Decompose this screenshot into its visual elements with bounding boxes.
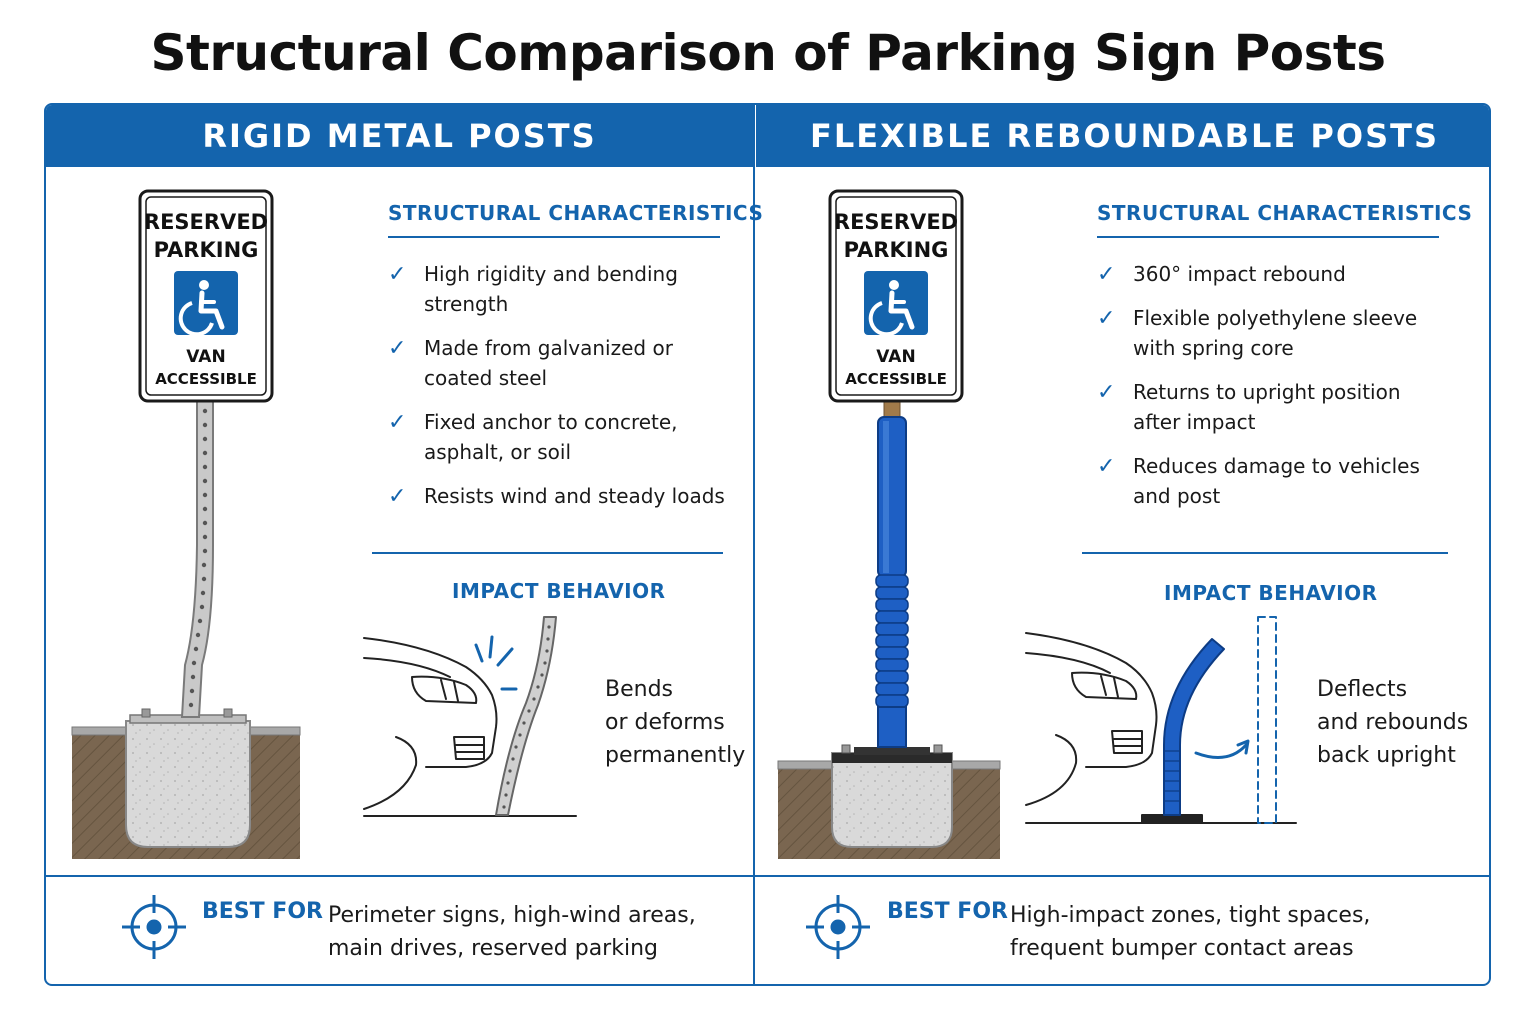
characteristics-rule xyxy=(388,236,720,238)
comparison-frame: RESERVED PARKING VAN ACCESSIBLE xyxy=(44,103,1491,986)
best-for-text: High-impact zones, tight spaces, frequen… xyxy=(1010,903,1371,961)
characteristics-title: STRUCTURAL CHARACTERISTICS xyxy=(388,201,764,225)
characteristics-title: STRUCTURAL CHARACTERISTICS xyxy=(1097,201,1473,225)
flexible-impact-illustration xyxy=(1025,616,1297,824)
target-icon xyxy=(806,895,870,959)
section-divider xyxy=(1082,552,1448,554)
rigid-post-illustration: RESERVED PARKING VAN ACCESSIBLE xyxy=(71,189,301,859)
characteristics-list: ✓High rigidity and bending strength ✓Mad… xyxy=(388,259,728,525)
column-divider xyxy=(753,105,755,984)
best-for-label: BEST FOR xyxy=(887,899,1008,924)
sign-line-accessible: ACCESSIBLE xyxy=(155,370,257,388)
sign-line-van: VAN xyxy=(186,347,225,367)
check-icon: ✓ xyxy=(1097,454,1116,479)
list-item: ✓Fixed anchor to concrete, asphalt, or s… xyxy=(388,410,678,464)
flexible-posts-header: FLEXIBLE REBOUNDABLE POSTS xyxy=(756,105,1489,167)
list-item: ✓Returns to upright position after impac… xyxy=(1097,380,1401,434)
impact-behavior-title: IMPACT BEHAVIOR xyxy=(452,579,666,603)
sign-line-van: VAN xyxy=(876,347,915,367)
list-item: ✓Made from galvanized or coated steel xyxy=(388,336,673,390)
list-item: ✓Resists wind and steady loads xyxy=(388,481,728,511)
check-icon: ✓ xyxy=(1097,306,1116,331)
characteristics-rule xyxy=(1097,236,1439,238)
list-item: ✓360° impact rebound xyxy=(1097,259,1457,289)
list-item: ✓Reduces damage to vehicles and post xyxy=(1097,454,1420,508)
page-title: Structural Comparison of Parking Sign Po… xyxy=(150,24,1386,82)
check-icon: ✓ xyxy=(1097,380,1116,405)
flexible-post-illustration: RESERVED PARKING VAN ACCESSIBLE xyxy=(777,189,1001,859)
rigid-posts-header: RIGID METAL POSTS xyxy=(46,105,753,167)
impact-behavior-title: IMPACT BEHAVIOR xyxy=(1164,581,1378,605)
sign-line-reserved: RESERVED xyxy=(144,210,268,234)
sign-line-parking: PARKING xyxy=(154,238,259,262)
check-icon: ✓ xyxy=(1097,262,1116,287)
characteristics-list: ✓360° impact rebound ✓Flexible polyethyl… xyxy=(1097,259,1457,525)
target-icon xyxy=(122,895,186,959)
impact-behavior-text: Bends or deforms permanently xyxy=(605,677,746,768)
impact-behavior-text: Deflects and rebounds back upright xyxy=(1317,677,1469,768)
illustrations: RESERVED PARKING VAN ACCESSIBLE xyxy=(71,189,1297,959)
best-for-label: BEST FOR xyxy=(202,899,323,924)
sign-line-reserved: RESERVED xyxy=(834,210,958,234)
rigid-impact-illustration xyxy=(363,616,577,817)
best-for-divider xyxy=(46,875,1489,877)
check-icon: ✓ xyxy=(388,336,407,361)
check-icon: ✓ xyxy=(388,410,407,435)
check-icon: ✓ xyxy=(388,484,407,509)
list-item: ✓Flexible polyethylene sleeve with sprin… xyxy=(1097,306,1418,360)
sign-line-parking: PARKING xyxy=(844,238,949,262)
list-item: ✓High rigidity and bending strength xyxy=(388,262,678,316)
section-divider xyxy=(372,552,723,554)
check-icon: ✓ xyxy=(388,262,407,287)
best-for-text: Perimeter signs, high-wind areas, main d… xyxy=(328,903,696,961)
sign-line-accessible: ACCESSIBLE xyxy=(845,370,947,388)
